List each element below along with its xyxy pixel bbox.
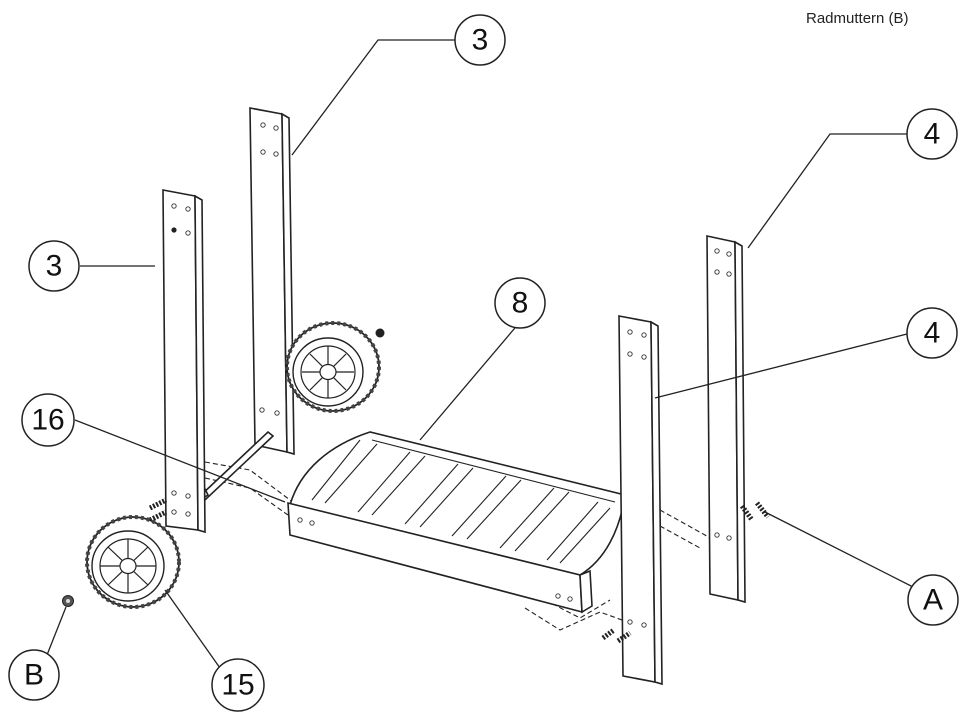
wheel-front	[85, 515, 181, 609]
callout-4-back-label: 4	[924, 118, 941, 151]
callout-3-back: 3	[454, 14, 506, 66]
callout-3-front: 3	[28, 240, 80, 292]
callout-4-back: 4	[906, 108, 958, 160]
callout-15-label: 15	[221, 669, 254, 702]
leg-right-front	[618, 315, 663, 686]
callout-A: A	[907, 574, 959, 626]
callout-3-front-label: 3	[46, 250, 63, 283]
callout-A-label: A	[923, 584, 943, 617]
leg-front-left	[162, 189, 206, 534]
leg-right-back	[706, 235, 746, 604]
callout-16-label: 16	[31, 404, 64, 437]
callout-3-back-label: 3	[472, 24, 489, 57]
shelf	[287, 431, 626, 614]
callout-8: 8	[494, 277, 546, 329]
leg-back-left	[249, 107, 295, 456]
callout-8-label: 8	[512, 287, 529, 320]
callout-4-front-label: 4	[924, 317, 941, 350]
header-note: Radmuttern (B)	[806, 10, 909, 27]
callout-15: 15	[211, 658, 265, 712]
wheel-back	[285, 321, 385, 413]
callout-B: B	[8, 649, 60, 701]
bolts-right	[601, 501, 770, 644]
wheel-nut	[62, 595, 74, 607]
leader-lines	[44, 39, 916, 669]
bolts-left	[148, 497, 168, 523]
callout-16: 16	[21, 393, 75, 447]
callout-B-label: B	[24, 659, 44, 692]
callout-4-front: 4	[906, 307, 958, 359]
